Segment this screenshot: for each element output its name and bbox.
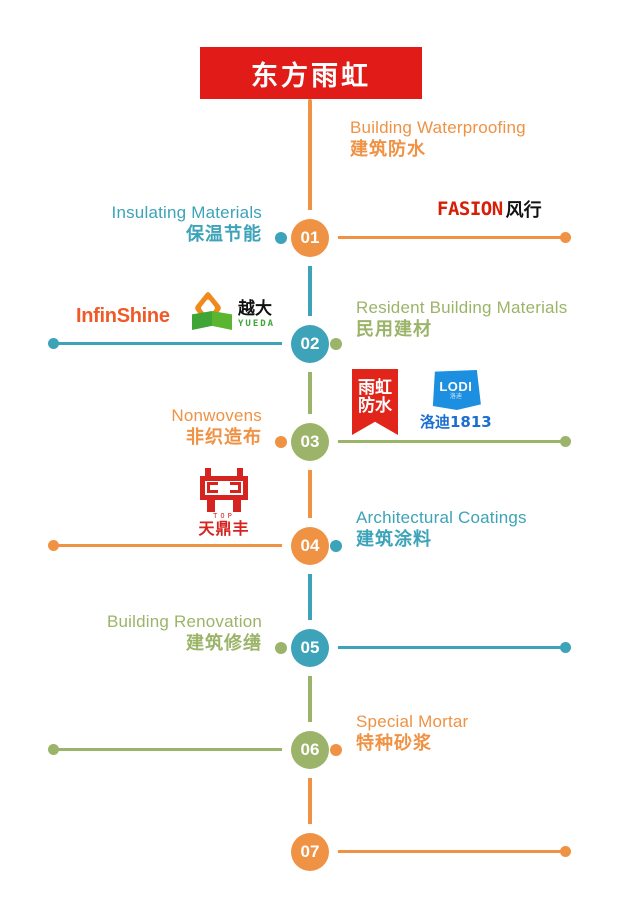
- brand-banner: 东方雨虹: [200, 47, 422, 99]
- logo-infinshine: InfinShine: [76, 305, 170, 328]
- label-06-en: Special Mortar: [356, 712, 469, 731]
- arm-03: [330, 440, 568, 443]
- lodi-mark-icon: LODI 洛迪: [432, 370, 481, 410]
- label-top-cn: 建筑防水: [350, 138, 426, 160]
- label-03: Nonwovens 非织造布: [171, 406, 262, 449]
- label-01: Insulating Materials 保温节能: [112, 203, 262, 246]
- label-01-en: Insulating Materials: [111, 203, 262, 222]
- label-top: Building Waterproofing 建筑防水: [350, 118, 526, 161]
- node-05-accent-dot: [275, 642, 287, 654]
- arm-07: [330, 850, 568, 853]
- logo-tiandingfeng-top: TOP: [213, 512, 235, 520]
- label-04-en: Architectural Coatings: [356, 508, 527, 527]
- node-03-number: 03: [300, 432, 320, 451]
- label-05-en: Building Renovation: [106, 612, 262, 631]
- label-05-cn: 建筑修缮: [186, 632, 262, 654]
- logo-yueda-pinyin: YUEDA: [238, 319, 276, 330]
- label-06-cn: 特种砂浆: [356, 732, 432, 754]
- node-03[interactable]: 03: [291, 423, 329, 461]
- arm-05: [330, 646, 568, 649]
- logo-tiandingfeng-cn: 天鼎丰: [198, 519, 250, 539]
- node-06[interactable]: 06: [291, 731, 329, 769]
- arm-04: [55, 544, 293, 547]
- logo-fasion-latin: FASION: [437, 198, 503, 220]
- spine-segment-5-6: [308, 666, 312, 738]
- node-06-accent-dot: [330, 744, 342, 756]
- arm-03-endpoint: [560, 436, 571, 447]
- node-01[interactable]: 01: [291, 219, 329, 257]
- label-02: Resident Building Materials 民用建材: [356, 298, 567, 341]
- logo-yuhong-line1: 雨虹: [358, 378, 392, 399]
- arm-01: [330, 236, 568, 239]
- node-03-accent-dot: [275, 436, 287, 448]
- node-07[interactable]: 07: [291, 833, 329, 871]
- logo-fasion-cn: 风行: [505, 200, 542, 221]
- label-05: Building Renovation 建筑修缮: [107, 612, 262, 655]
- node-06-number: 06: [300, 740, 320, 759]
- arm-01-endpoint: [560, 232, 571, 243]
- brand-title: 东方雨虹: [251, 60, 371, 92]
- arm-07-endpoint: [560, 846, 571, 857]
- logo-fasion: FASION 风行: [437, 196, 542, 222]
- logo-lodi-text: 洛迪1813: [420, 413, 492, 431]
- spine-segment-6-7: [308, 766, 312, 838]
- node-04[interactable]: 04: [291, 527, 329, 565]
- spine-segment-3-4: [308, 461, 312, 535]
- logo-lodi: LODI 洛迪 洛迪1813: [420, 370, 492, 432]
- logo-yuhong: 雨虹 防水: [352, 369, 398, 435]
- label-02-en: Resident Building Materials: [356, 298, 568, 317]
- node-05-number: 05: [300, 638, 320, 657]
- arm-05-endpoint: [560, 642, 571, 653]
- arm-06-endpoint: [48, 744, 59, 755]
- label-04-cn: 建筑涂料: [356, 528, 432, 550]
- logo-lodi-mark: LODI: [439, 378, 473, 394]
- node-05[interactable]: 05: [291, 629, 329, 667]
- spine-segment-2-3: [308, 362, 312, 434]
- label-04: Architectural Coatings 建筑涂料: [356, 508, 527, 551]
- logo-tiandingfeng: TOP 天鼎丰: [198, 468, 250, 538]
- node-01-number: 01: [300, 228, 320, 247]
- arm-06: [55, 748, 293, 751]
- tiandingfeng-ding-icon: [198, 468, 250, 512]
- label-top-en: Building Waterproofing: [350, 118, 526, 137]
- logo-lodi-mark-sub: 洛迪: [449, 392, 462, 400]
- node-02-number: 02: [300, 334, 320, 353]
- logo-infinshine-text: InfinShine: [76, 305, 170, 327]
- node-04-number: 04: [300, 536, 320, 555]
- node-07-number: 07: [300, 842, 320, 861]
- label-03-cn: 非织造布: [186, 426, 262, 448]
- logo-yueda: 越大 YUEDA: [190, 290, 276, 335]
- yueda-mark-icon: [190, 290, 236, 335]
- arm-02: [55, 342, 293, 345]
- yuhong-banner-icon: 雨虹 防水: [352, 369, 398, 435]
- arm-02-endpoint: [48, 338, 59, 349]
- logo-yuhong-line2: 防水: [358, 396, 392, 416]
- spine-segment-4-5: [308, 562, 312, 632]
- label-03-en: Nonwovens: [171, 406, 262, 425]
- label-01-cn: 保温节能: [186, 223, 262, 245]
- node-04-accent-dot: [330, 540, 342, 552]
- arm-04-endpoint: [48, 540, 59, 551]
- spine-segment-top: [308, 99, 312, 229]
- label-06: Special Mortar 特种砂浆: [356, 712, 468, 755]
- node-01-accent-dot: [275, 232, 287, 244]
- label-02-cn: 民用建材: [356, 318, 432, 340]
- node-02[interactable]: 02: [291, 325, 329, 363]
- logo-yueda-cn: 越大: [238, 299, 272, 320]
- spine-segment-1-2: [308, 256, 312, 334]
- node-02-accent-dot: [330, 338, 342, 350]
